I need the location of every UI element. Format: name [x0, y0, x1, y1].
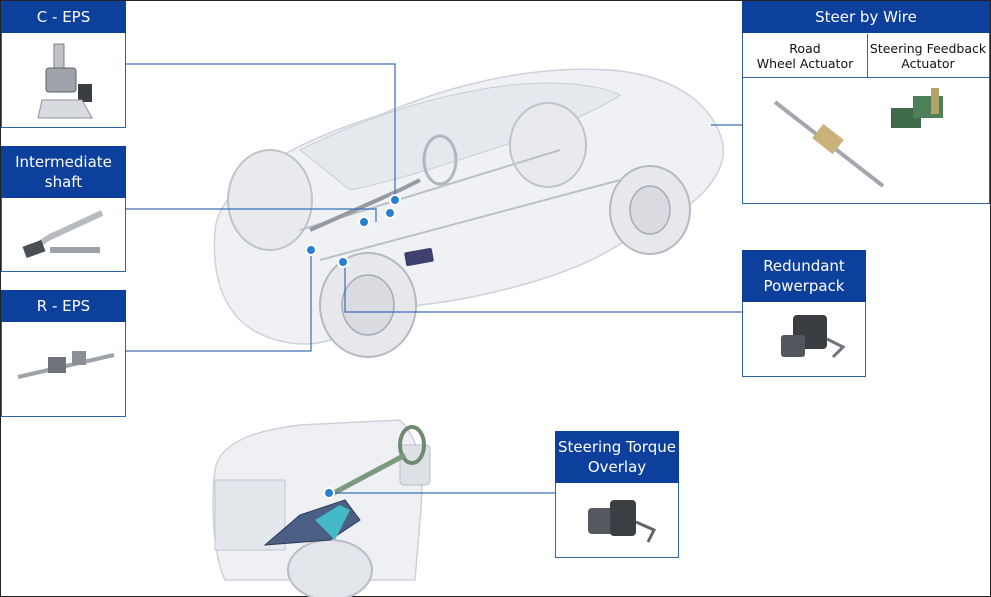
c-eps-header: C - EPS: [1, 1, 126, 33]
r-eps-box: R - EPS: [1, 290, 126, 417]
road-wheel-actuator-image: [773, 100, 885, 188]
road-wheel-actuator-label: Road Wheel Actuator: [743, 34, 868, 78]
redundant-powerpack-image: [781, 315, 846, 359]
intermediate-shaft-image: [22, 210, 104, 259]
intermediate-shaft-header: Intermediate shaft: [1, 146, 126, 198]
steering-torque-overlay-header: Steering Torque Overlay: [555, 431, 679, 483]
r-eps-title: R - EPS: [36, 297, 91, 315]
r-eps-header: R - EPS: [1, 290, 126, 322]
redundant-powerpack-header: Redundant Powerpack: [742, 250, 866, 302]
intermediate-shaft-box: Intermediate shaft: [1, 146, 126, 272]
intermediate-shaft-marker: [358, 216, 370, 228]
c-eps-marker: [389, 194, 401, 206]
redundant-powerpack-box: Redundant Powerpack: [742, 250, 866, 377]
steer-by-wire-header: Steer by Wire: [742, 1, 990, 33]
torque-overlay-marker: [323, 487, 335, 499]
sedan-illustration: [213, 68, 725, 358]
powerpack-marker: [337, 256, 349, 268]
r-eps-image: [17, 351, 115, 379]
steer-by-wire-title: Steer by Wire: [815, 8, 917, 26]
c-eps-box: C - EPS: [1, 1, 126, 128]
steering-torque-overlay-title: Steering Torque Overlay: [558, 438, 676, 476]
intermediate-shaft-title: Intermediate shaft: [15, 153, 112, 191]
steering-torque-overlay-box: Steering Torque Overlay: [555, 431, 679, 558]
truck-illustration: [212, 419, 431, 597]
c-eps-image: [37, 43, 93, 119]
steering-feedback-actuator-image: [891, 88, 943, 128]
r-eps-marker: [305, 244, 317, 256]
c-eps-title: C - EPS: [36, 8, 91, 26]
steering-feedback-actuator-label: Steering Feedback Actuator: [867, 34, 989, 78]
steer-by-wire-box: Steer by Wire Road Wheel Actuator Steeri…: [742, 1, 990, 204]
steering-torque-overlay-image: [588, 500, 657, 543]
redundant-powerpack-title: Redundant Powerpack: [763, 257, 845, 295]
steer-column-marker: [384, 207, 396, 219]
